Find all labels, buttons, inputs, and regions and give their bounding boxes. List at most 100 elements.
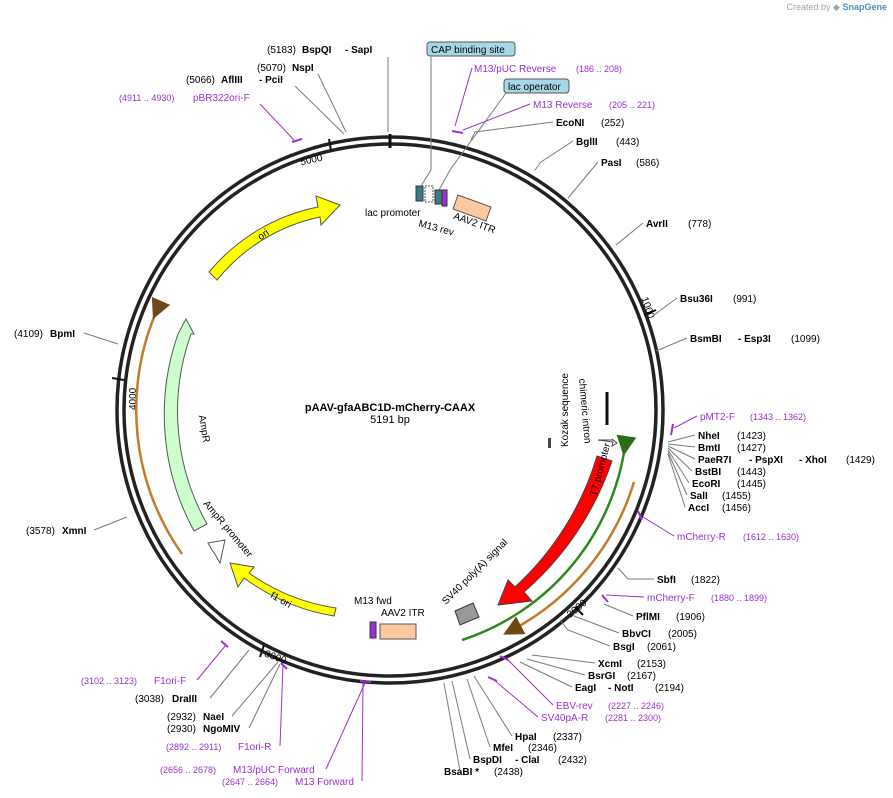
enzyme-pos-afliii: (5066) bbox=[186, 75, 215, 86]
cap-binding-leader bbox=[420, 57, 432, 187]
enzyme-pos-bsrgi: (2167) bbox=[627, 671, 656, 682]
leader-xcmi bbox=[531, 654, 596, 664]
brand-name: SnapGene bbox=[842, 2, 887, 12]
enzyme-esp3i: - Esp3I bbox=[738, 334, 771, 345]
leader-bpmi bbox=[83, 332, 119, 345]
enzyme-sbfi: SbfI bbox=[657, 575, 676, 586]
feature-m13-rev-box bbox=[441, 189, 448, 207]
enzyme-pflmi: PflMI bbox=[636, 612, 660, 623]
enzyme-bspdi: BspDI bbox=[473, 755, 502, 766]
leader-naei bbox=[231, 661, 279, 717]
primer-range-pmt2f: (1343 .. 1362) bbox=[750, 412, 806, 422]
feature-kozak-box bbox=[548, 438, 551, 448]
leader-mcs-1 bbox=[667, 434, 696, 443]
feature-f1ori-label: f1 ori bbox=[268, 590, 293, 611]
enzyme-leaders bbox=[83, 57, 696, 772]
enzyme-avrii: AvrII bbox=[646, 219, 668, 230]
enzyme-acci: AccI bbox=[688, 503, 709, 514]
enzyme-econi: EcoNI bbox=[556, 118, 585, 129]
enzyme-bglii: BglII bbox=[576, 137, 598, 148]
lac-operator-leader bbox=[438, 92, 507, 191]
pleader-f1ori-f bbox=[196, 644, 227, 681]
pmark-mcherry-r bbox=[637, 510, 643, 521]
enzyme-pos-bspqi: (5183) bbox=[267, 45, 296, 56]
snapgene-credit: Created by ◆ SnapGene bbox=[787, 2, 888, 13]
enzyme-pos-sbfi: (1822) bbox=[691, 575, 720, 586]
tick-label-4000: 4000 bbox=[128, 387, 139, 410]
leader-sbfi bbox=[617, 567, 654, 580]
tick-5000 bbox=[328, 138, 332, 152]
leader-bglii bbox=[534, 140, 574, 171]
enzyme-pos-xcmi: (2153) bbox=[637, 659, 666, 670]
feature-sv40-box bbox=[454, 602, 480, 626]
enzyme-pos-paer7i: (1429) bbox=[846, 455, 875, 466]
primer-range-sv40pa-r: (2281 .. 2300) bbox=[605, 713, 661, 723]
primer-range-mcherry-r: (1612 .. 1630) bbox=[743, 532, 799, 542]
enzyme-labels: (5183) BspQI - SapI (5070) NspI (5066) A… bbox=[14, 45, 875, 778]
plasmid-length: 5191 bp bbox=[370, 414, 410, 426]
feature-lac-operator-box bbox=[434, 189, 443, 205]
credit-prefix: Created by bbox=[786, 2, 831, 12]
lac-operator-label: lac operator bbox=[508, 82, 561, 93]
leader-mcs-6 bbox=[667, 451, 688, 496]
tick-2000 bbox=[574, 606, 584, 616]
enzyme-clai: - ClaI bbox=[515, 755, 540, 766]
pmark-m13-fwd bbox=[359, 680, 372, 683]
enzyme-pos-draiii: (3038) bbox=[135, 694, 164, 705]
enzyme-noti: - NotI bbox=[608, 683, 634, 694]
pleader-mcherry-f bbox=[605, 594, 645, 598]
enzyme-pasi: PasI bbox=[601, 158, 622, 169]
enzyme-hpai: HpaI bbox=[515, 732, 537, 743]
primer-range-m13-fwd: (2647 .. 2664) bbox=[222, 777, 278, 787]
feature-green-arc bbox=[461, 434, 637, 642]
leader-avrii bbox=[615, 222, 644, 246]
feature-m13-fwd-label: M13 fwd bbox=[354, 596, 392, 607]
feature-ori-arrow bbox=[208, 195, 341, 281]
enzyme-pos-eagi: (2194) bbox=[655, 683, 684, 694]
leader-bbvci bbox=[573, 615, 620, 634]
primer-range-pbr322ori-f: (4911 .. 4930) bbox=[119, 93, 174, 103]
feature-f1ori-arrow bbox=[229, 562, 337, 617]
leader-mcs-7 bbox=[667, 453, 686, 508]
tick-label-3000: 3000 bbox=[263, 649, 288, 667]
feature-ampr-promoter-arrow bbox=[207, 539, 226, 565]
leader-bsmbi bbox=[655, 337, 688, 352]
tick-1000 bbox=[643, 309, 657, 316]
tick-3000 bbox=[259, 644, 265, 658]
leader-eagi bbox=[519, 661, 573, 688]
lac-operator-label-box bbox=[503, 78, 570, 94]
primer-f1ori-f: F1ori-F bbox=[154, 676, 186, 687]
enzyme-nspi: NspI bbox=[292, 63, 314, 74]
primer-range-m13-rev: (205 .. 221) bbox=[609, 100, 655, 110]
primer-ebv-rev: EBV-rev bbox=[556, 701, 593, 712]
pleader-ebv-rev bbox=[505, 657, 554, 706]
pleader-m13puc-fwd bbox=[325, 682, 366, 770]
feature-lac-promoter-box bbox=[424, 185, 434, 203]
enzyme-pos-xmni: (3578) bbox=[26, 526, 55, 537]
feature-sv40-label: SV40 poly(A) signal bbox=[440, 537, 510, 607]
enzyme-pos-pflmi: (1906) bbox=[676, 612, 705, 623]
pmark-mcherry-f bbox=[601, 594, 609, 603]
leader-mcs-5 bbox=[667, 449, 690, 484]
tick-label-5000: 5000 bbox=[300, 153, 324, 168]
enzyme-pos-ecori: (1445) bbox=[737, 479, 766, 490]
feature-orange-arc-left bbox=[134, 296, 184, 555]
primer-m13-rev: M13 Reverse bbox=[533, 100, 593, 111]
enzyme-sali: SalI bbox=[690, 491, 708, 502]
enzyme-bspqi: BspQI bbox=[302, 45, 332, 56]
enzyme-bsmbi: BsmBI bbox=[690, 334, 722, 345]
tick-label-1000: 1000 bbox=[638, 296, 656, 321]
feature-orange-arc bbox=[503, 481, 636, 635]
primer-range-f1ori-r: (2892 .. 2911) bbox=[166, 742, 221, 752]
primer-range-f1ori-f: (3102 .. 3123) bbox=[81, 676, 137, 686]
leader-bsabi bbox=[443, 682, 461, 772]
leader-econi bbox=[470, 121, 554, 141]
plasmid-name: pAAV-gfaABC1D-mCherry-CAAX bbox=[305, 402, 476, 414]
feature-itr1-box bbox=[452, 194, 492, 222]
leader-bsrgi bbox=[526, 658, 586, 676]
enzyme-xcmi: XcmI bbox=[598, 659, 622, 670]
primer-pbr322ori-f: pBR322ori-F bbox=[193, 93, 250, 104]
feature-itr2-box bbox=[379, 623, 417, 640]
enzyme-pos-avrii: (778) bbox=[688, 219, 711, 230]
